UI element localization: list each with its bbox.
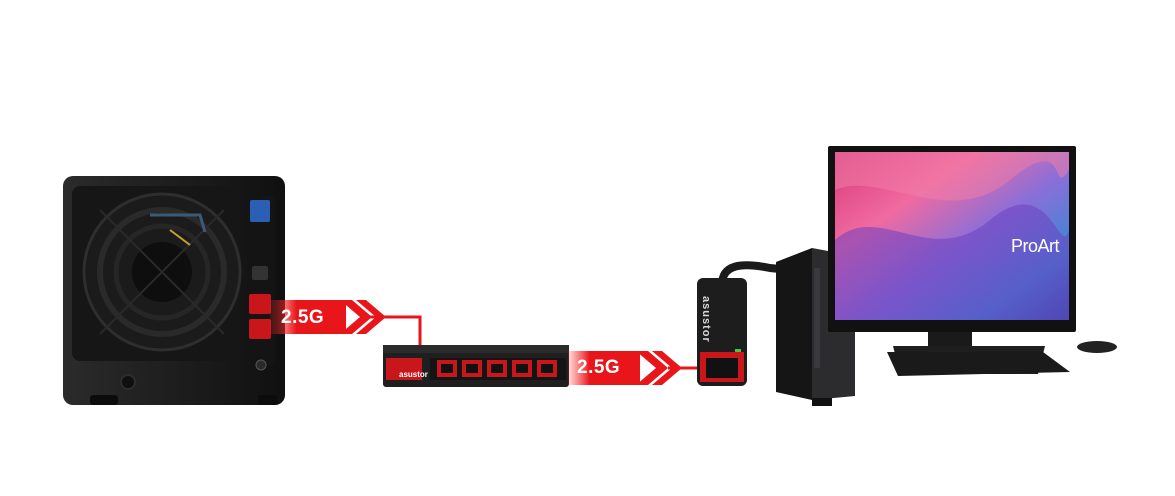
network-switch — [383, 345, 569, 387]
keyboard — [887, 352, 1070, 376]
mouse-icon — [1077, 341, 1117, 353]
nas-fan-icon — [82, 192, 242, 352]
link-arrow-2 — [568, 351, 700, 385]
switch-ports — [437, 360, 557, 377]
adapter-brand-label: asustor — [700, 296, 712, 343]
ethernet-port-icon — [249, 294, 271, 314]
monitor-brand-label: ProArt — [1011, 236, 1060, 256]
usb-port-icon — [250, 200, 270, 222]
usb-ethernet-adapter — [697, 261, 794, 386]
link-speed-label: 2.5G — [577, 357, 621, 378]
nas-device — [63, 176, 285, 405]
link-arrow-1 — [270, 300, 422, 348]
link-speed-label: 2.5G — [281, 307, 325, 328]
switch-brand-label: asustor — [399, 370, 428, 379]
ethernet-port-icon — [249, 319, 271, 339]
monitor — [828, 146, 1076, 374]
